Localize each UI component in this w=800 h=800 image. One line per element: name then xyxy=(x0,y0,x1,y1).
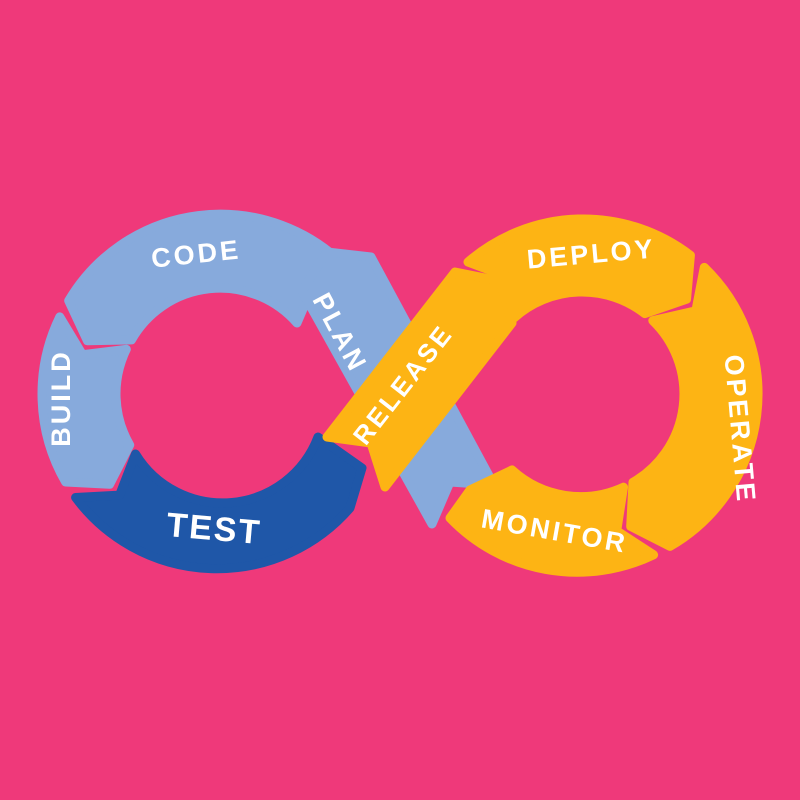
segment-label-build: BUILD xyxy=(46,349,76,447)
segment-release-arrow xyxy=(322,267,517,492)
segment-monitor-arrow xyxy=(445,465,659,577)
segment-code-arrow xyxy=(64,209,350,346)
segment-build-arrow xyxy=(37,312,135,489)
segment-operate-arrow xyxy=(626,262,763,551)
segment-deploy-arrow xyxy=(463,214,695,323)
segment-label-test: TEST xyxy=(165,506,263,552)
segment-test-arrow xyxy=(71,432,367,574)
